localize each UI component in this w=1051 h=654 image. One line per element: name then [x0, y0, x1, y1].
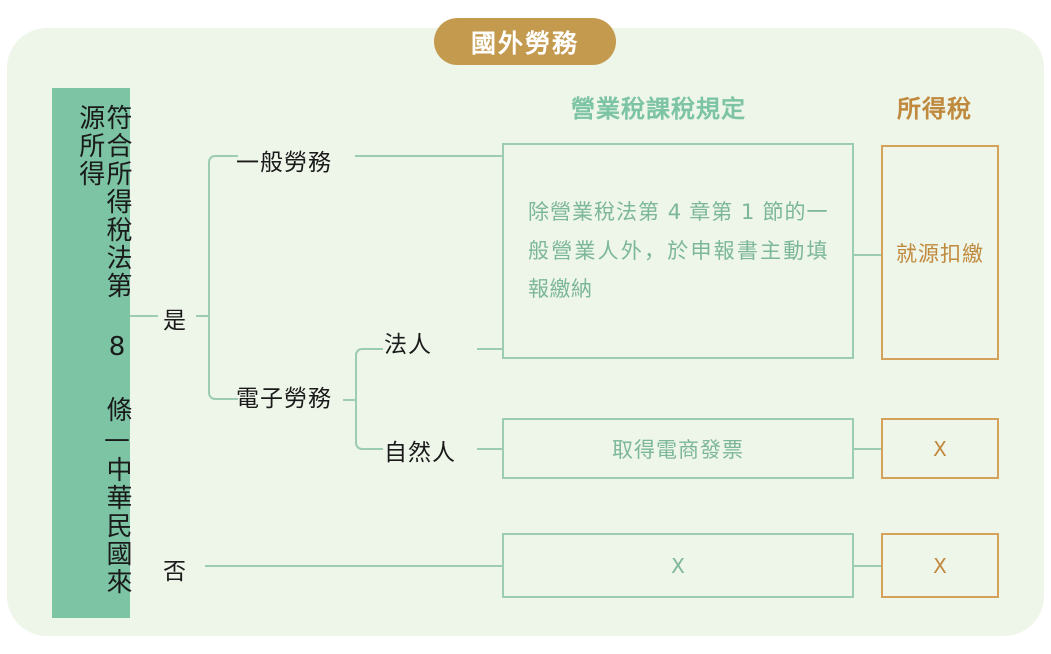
connector-person-type-bracket: [355, 348, 383, 450]
branch-label-no: 否: [163, 559, 187, 585]
box-vat-main-text: 除營業稅法第 4 章第 1 節的一般營業人外，於申報書主動填報繳納: [528, 199, 828, 302]
box-vat-invoice: 取得電商發票: [502, 418, 854, 479]
branch-label-yes: 是: [163, 308, 187, 334]
box-income-withholding: 就源扣繳: [881, 145, 999, 360]
column-header-income-tax: 所得稅: [897, 95, 972, 123]
connector-legal-entity-to-vat: [477, 348, 503, 350]
chart-title-pill: 國外勞務: [434, 18, 616, 65]
connector-electronic-stub: [343, 399, 357, 401]
connector-yes-stub: [130, 315, 158, 317]
branch-label-natural-person: 自然人: [384, 440, 456, 466]
branch-label-electronic-service: 電子勞務: [236, 386, 332, 412]
branch-label-legal-entity: 法人: [384, 332, 432, 358]
connector-no-line: [205, 565, 503, 567]
box-income-none-2: X: [881, 533, 999, 598]
connector-yes-join: [196, 315, 209, 317]
connector-general-to-vat: [355, 155, 502, 157]
connector-yes-bracket: [208, 155, 238, 400]
column-header-vat: 營業稅課稅規定: [571, 95, 746, 123]
root-condition-label: 符合所得稅法第 8 條—中華民國來源所得: [74, 104, 132, 596]
connector-vat-to-withholding: [853, 254, 882, 256]
box-vat-none: X: [502, 533, 854, 598]
connector-no-to-income-x: [853, 565, 882, 567]
box-income-none-1: X: [881, 418, 999, 479]
branch-label-general-service: 一般勞務: [236, 150, 332, 176]
root-condition-bar: 符合所得稅法第 8 條—中華民國來源所得: [52, 88, 132, 618]
connector-natural-person-to-invoice: [477, 448, 503, 450]
connector-invoice-to-income-x: [853, 448, 882, 450]
box-vat-main: 除營業稅法第 4 章第 1 節的一般營業人外，於申報書主動填報繳納: [502, 143, 854, 359]
